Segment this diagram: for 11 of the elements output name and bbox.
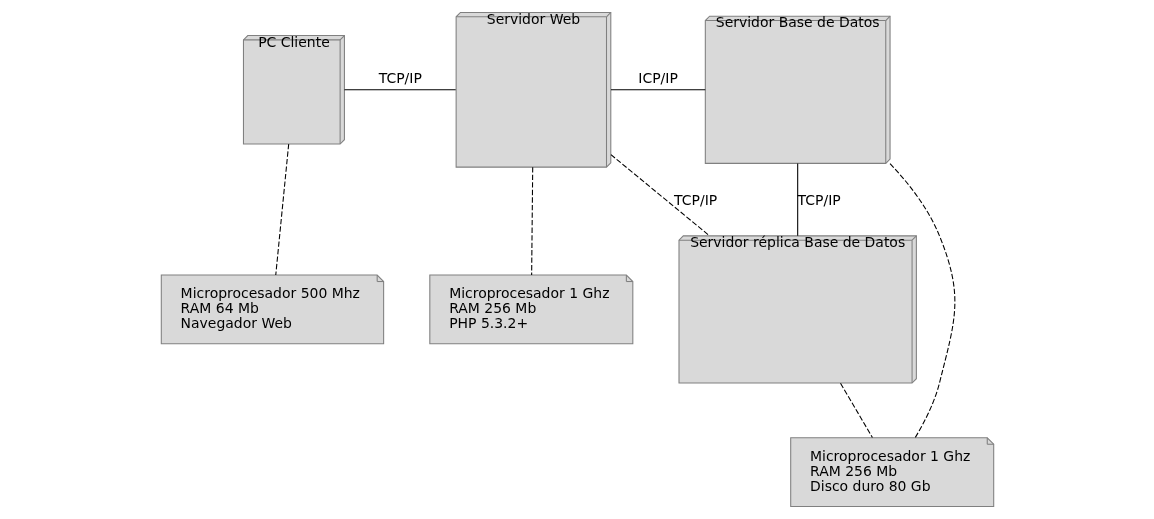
edge-label: ICP/IP	[637, 69, 678, 86]
connector	[609, 154, 710, 237]
connector	[274, 143, 289, 276]
connector	[839, 382, 873, 438]
connector	[609, 89, 706, 91]
connector	[530, 166, 533, 276]
connector	[889, 163, 955, 439]
edge-label: TCP/IP	[673, 192, 717, 209]
connector	[796, 163, 798, 237]
edge-label: TCP/IP	[378, 69, 422, 86]
connector	[343, 89, 456, 91]
